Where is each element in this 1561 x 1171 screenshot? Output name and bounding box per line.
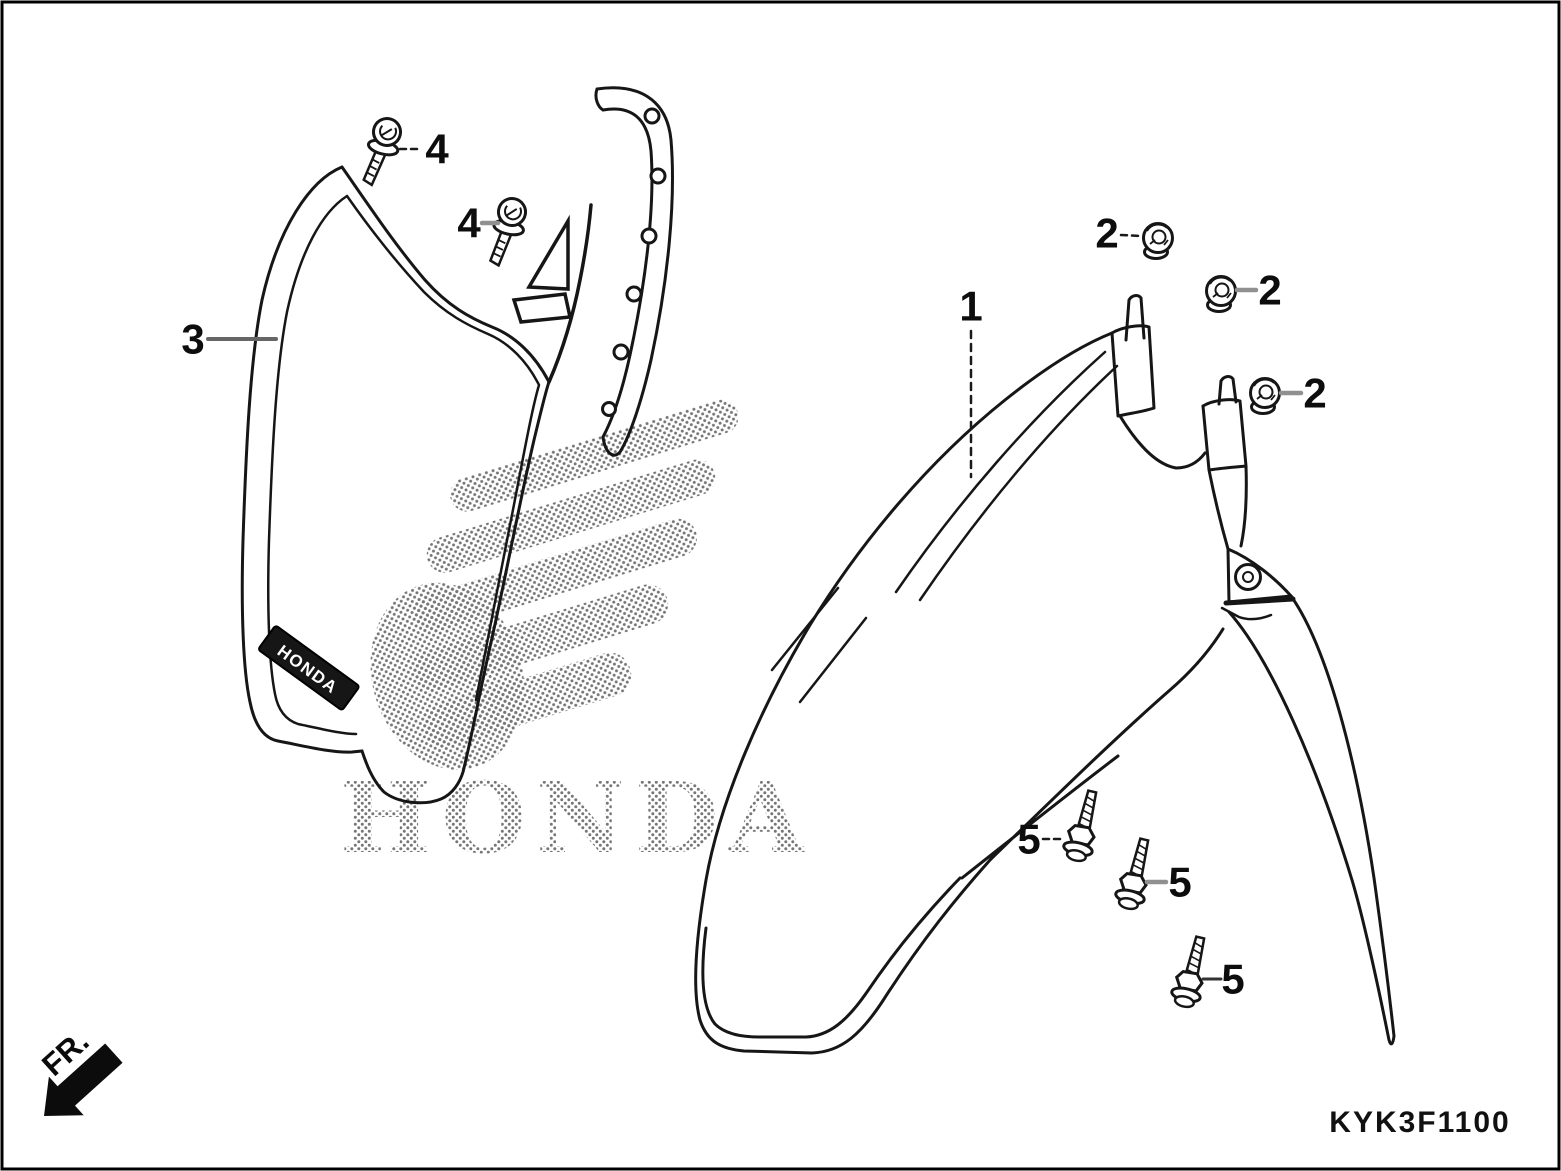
wing-feather <box>426 459 716 573</box>
callout-2-label-b[interactable]: 2 <box>1258 267 1281 314</box>
callout-4-label-a[interactable]: 4 <box>425 126 449 173</box>
nut-part2-c <box>1249 377 1281 415</box>
number-plate <box>240 165 593 805</box>
callout-1-label[interactable]: 1 <box>959 283 982 330</box>
strap-outline <box>594 86 674 457</box>
fender-rear-flap <box>1227 594 1396 1046</box>
fender-stems <box>1110 294 1248 551</box>
strap-hole <box>612 343 630 361</box>
fr-arrow-icon <box>44 1043 123 1116</box>
callout-5-label-b[interactable]: 5 <box>1168 859 1191 906</box>
strap-hole <box>649 167 667 185</box>
watermark-honda-text: HONDA <box>340 761 814 875</box>
nut-part2-a <box>1142 222 1174 260</box>
leader-lines <box>206 147 1304 981</box>
wing-feather <box>450 399 739 512</box>
callout-3-label[interactable]: 3 <box>181 316 204 363</box>
front-fender <box>694 294 1396 1055</box>
callout-5-label-a[interactable]: 5 <box>1017 816 1040 863</box>
callout-5-label-c[interactable]: 5 <box>1221 956 1244 1003</box>
strap-hole <box>601 401 617 417</box>
plate-outline <box>240 165 551 805</box>
fender-bracket <box>1220 546 1296 621</box>
plate-cutouts <box>511 203 593 384</box>
callout-2-label-a[interactable]: 2 <box>1095 210 1118 257</box>
strap-hole <box>625 285 643 303</box>
fender-body <box>694 331 1225 1055</box>
callout-2-label-c[interactable]: 2 <box>1303 370 1326 417</box>
plate-inner-contour <box>267 194 541 736</box>
plate-strap <box>594 86 674 457</box>
leader-part2a <box>1119 233 1143 238</box>
bracket-boss <box>1234 563 1262 591</box>
wing-root <box>370 582 525 770</box>
strap-hole <box>643 107 661 125</box>
honda-wing-watermark: HONDA <box>340 399 814 875</box>
callout-4-label-b[interactable]: 4 <box>457 200 481 247</box>
fender-creases <box>770 350 1119 704</box>
strap-hole <box>640 227 658 245</box>
diagram-code: KYK3F1100 <box>1329 1106 1510 1139</box>
nut-part2-b <box>1205 275 1237 313</box>
